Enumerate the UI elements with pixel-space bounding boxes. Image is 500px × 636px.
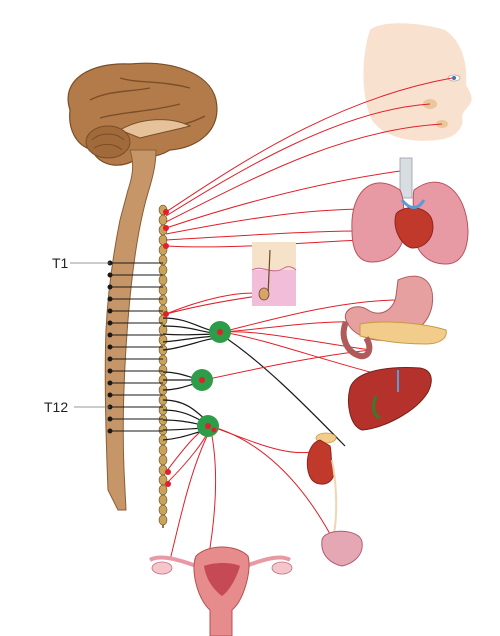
spinal-root-dot <box>107 308 113 314</box>
spinal-root-dot <box>107 272 113 278</box>
chain-ganglion <box>158 494 168 506</box>
spinal-cord <box>104 149 157 511</box>
preganglionic-fibers <box>162 317 346 447</box>
spinal-root-dot <box>107 356 113 362</box>
chain-ganglion <box>158 354 168 366</box>
chain-ganglion <box>158 444 168 456</box>
spinal-root-dot <box>107 332 113 338</box>
red-synapse-dots <box>163 209 171 487</box>
kidney-icon <box>306 432 338 535</box>
chain-ganglion <box>158 484 168 496</box>
spinal-root-dot <box>107 392 113 398</box>
chain-ganglion <box>158 504 168 516</box>
chain-ganglion <box>158 274 168 286</box>
stomach-pancreas-icon <box>340 275 447 360</box>
spinal-root-dot <box>107 368 113 374</box>
spinal-root-dot <box>107 296 113 302</box>
spinal-root-dot <box>107 344 113 350</box>
chain-ganglion <box>158 364 168 376</box>
lungs-heart-icon <box>351 157 469 265</box>
brain-icon <box>67 62 218 166</box>
spinal-root-dot <box>107 428 113 434</box>
t1-label: T1 <box>52 255 69 271</box>
skin-icon <box>251 242 297 306</box>
chain-ganglion <box>158 454 168 466</box>
spinal-root-dot <box>107 416 113 422</box>
spinal-root-dot <box>107 284 113 290</box>
chain-ganglion <box>158 264 168 276</box>
uterus-icon <box>148 546 293 636</box>
chain-ganglion <box>158 334 168 346</box>
chain-ganglion <box>158 294 168 306</box>
spinal-root-dot <box>107 380 113 386</box>
sympathetic-ganglia-chain <box>158 204 168 528</box>
bladder-icon <box>321 530 363 567</box>
face-icon <box>363 23 472 141</box>
collateral-ganglia <box>191 321 231 437</box>
spinal-root-dot <box>107 320 113 326</box>
liver-icon <box>348 367 432 431</box>
t12-label: T12 <box>44 399 69 415</box>
chain-ganglion <box>158 214 168 226</box>
spinal-connections <box>107 260 163 434</box>
chain-ganglion <box>158 514 168 526</box>
